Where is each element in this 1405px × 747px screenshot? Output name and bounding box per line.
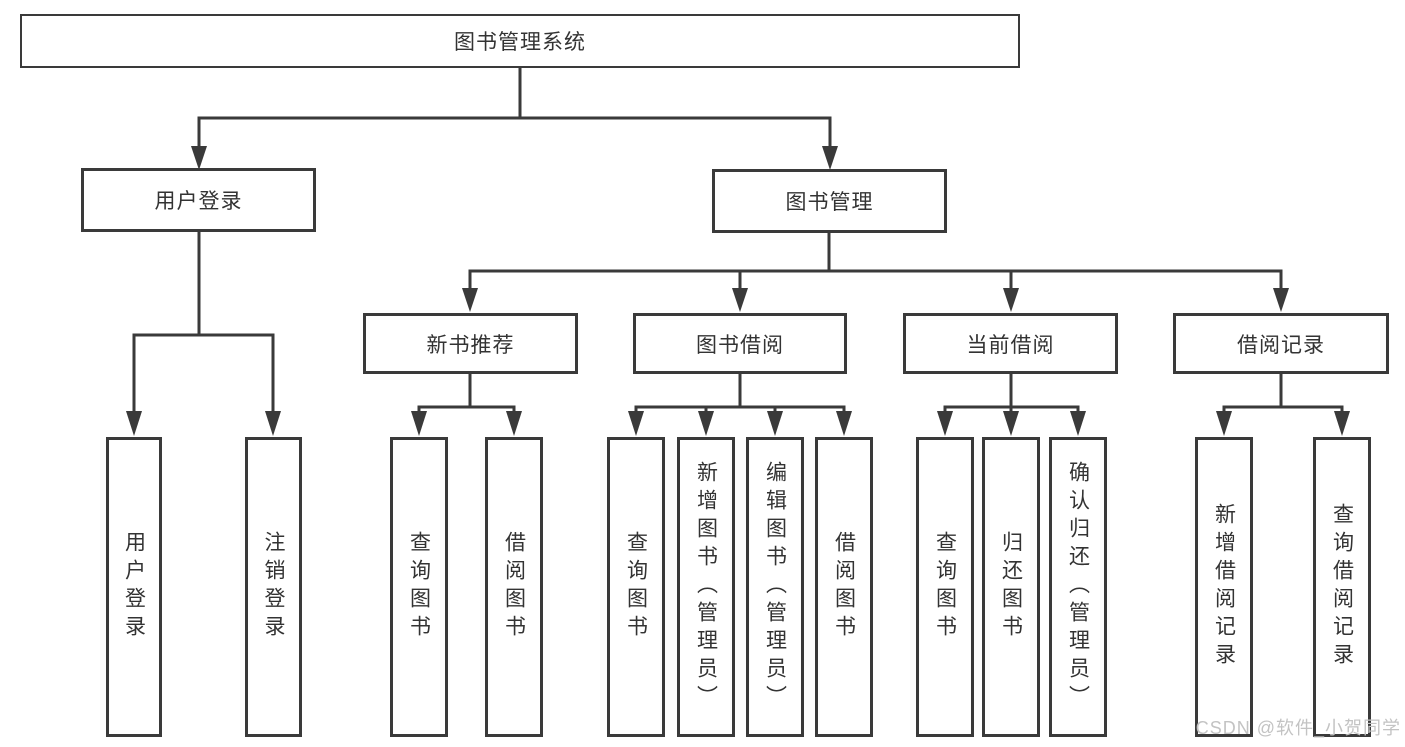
node-book-borrowing-label: 图书借阅 <box>696 333 784 357</box>
leaf-bb-edit-books-admin: 编辑图书（管理员） <box>746 437 804 737</box>
leaf-bb-query-books: 查询图书 <box>607 437 665 737</box>
leaf-nbr-query-books-label: 查询图书 <box>407 531 431 643</box>
leaf-logout: 注销登录 <box>245 437 302 737</box>
leaf-cb-query-books-label: 查询图书 <box>933 531 957 643</box>
node-current-borrowing: 当前借阅 <box>903 313 1118 374</box>
node-root-label: 图书管理系统 <box>454 31 586 54</box>
leaf-nbr-query-books: 查询图书 <box>390 437 448 737</box>
leaf-bb-add-books-admin: 新增图书（管理员） <box>677 437 735 737</box>
leaf-cb-confirm-return-admin-label: 确认归还（管理员） <box>1066 461 1090 713</box>
leaf-cb-confirm-return-admin: 确认归还（管理员） <box>1049 437 1107 737</box>
node-new-book-recommend: 新书推荐 <box>363 313 578 374</box>
node-user-login: 用户登录 <box>81 168 316 232</box>
leaf-br-add-record-label: 新增借阅记录 <box>1212 503 1236 671</box>
leaf-bb-query-books-label: 查询图书 <box>624 531 648 643</box>
node-book-management-label: 图书管理 <box>785 191 874 214</box>
leaf-bb-borrow-books-label: 借阅图书 <box>832 531 856 643</box>
node-book-borrowing: 图书借阅 <box>633 313 847 374</box>
node-borrowing-records-label: 借阅记录 <box>1237 333 1325 357</box>
leaf-br-add-record: 新增借阅记录 <box>1195 437 1253 737</box>
node-root-system: 图书管理系统 <box>20 14 1020 68</box>
leaf-br-query-record: 查询借阅记录 <box>1313 437 1371 737</box>
node-user-login-label: 用户登录 <box>154 190 243 213</box>
leaf-bb-edit-books-admin-label: 编辑图书（管理员） <box>763 461 787 713</box>
leaf-cb-query-books: 查询图书 <box>916 437 974 737</box>
leaf-br-query-record-label: 查询借阅记录 <box>1330 503 1354 671</box>
leaf-user-login: 用户登录 <box>106 437 162 737</box>
leaf-bb-borrow-books: 借阅图书 <box>815 437 873 737</box>
leaf-bb-add-books-admin-label: 新增图书（管理员） <box>694 461 718 713</box>
node-borrowing-records: 借阅记录 <box>1173 313 1389 374</box>
leaf-nbr-borrow-books-label: 借阅图书 <box>502 531 526 643</box>
node-new-book-recommend-label: 新书推荐 <box>426 333 515 357</box>
node-current-borrowing-label: 当前借阅 <box>966 333 1055 357</box>
leaf-user-login-label: 用户登录 <box>122 531 146 643</box>
leaf-logout-label: 注销登录 <box>262 531 285 643</box>
leaf-nbr-borrow-books: 借阅图书 <box>485 437 543 737</box>
leaf-cb-return-books-label: 归还图书 <box>999 531 1023 643</box>
leaf-cb-return-books: 归还图书 <box>982 437 1040 737</box>
csdn-watermark: CSDN @软件_小贺同学 <box>1195 718 1401 738</box>
node-book-management: 图书管理 <box>712 169 947 233</box>
